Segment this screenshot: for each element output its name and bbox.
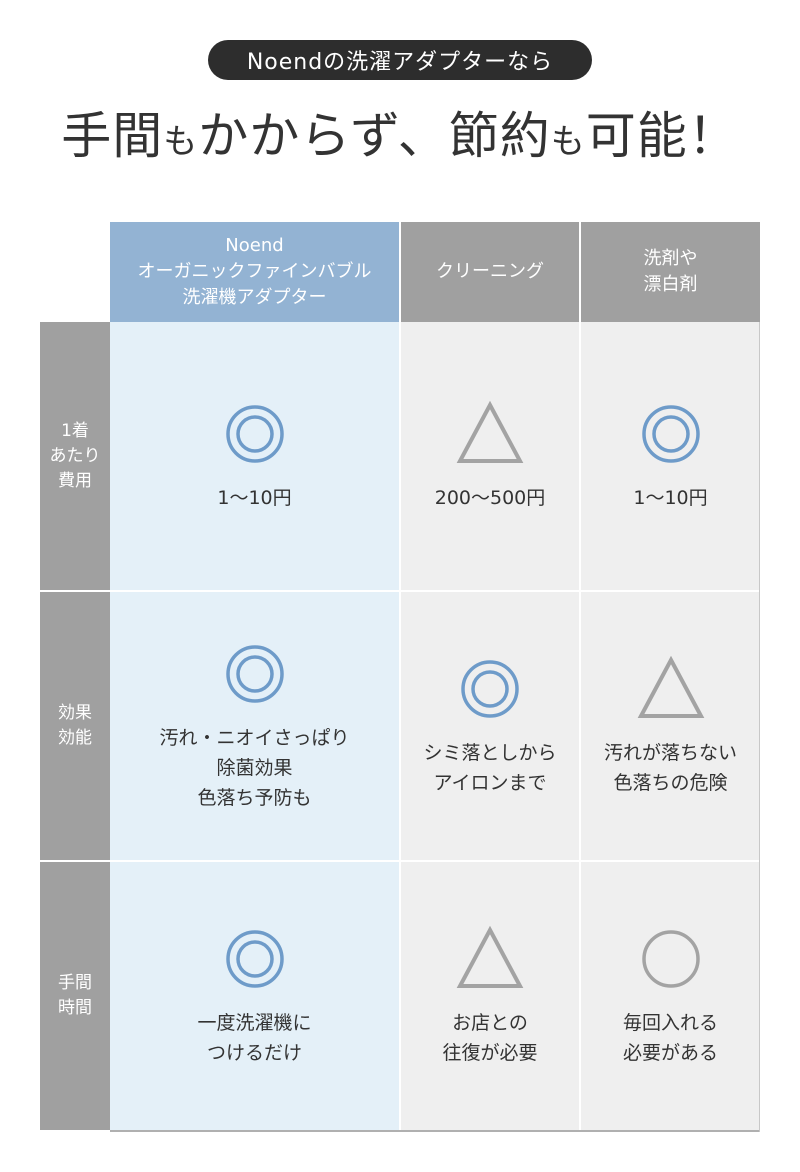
- intro-pill: Noendの洗濯アダプターなら: [208, 40, 592, 80]
- cell-text: シミ落としから: [423, 742, 557, 764]
- double-circle-icon: [225, 405, 284, 463]
- row-label-line: 費用: [58, 470, 92, 491]
- cell-text: 汚れ・ニオイさっぱり: [159, 727, 350, 749]
- circle-icon: [641, 930, 700, 988]
- row-label-line: 効果: [58, 703, 92, 723]
- row-label-cost: 1着 あたり 費用: [40, 322, 110, 590]
- title-part: 可能！: [585, 107, 739, 165]
- row-label-line: 効能: [58, 728, 92, 748]
- cell-text: お店との: [452, 1012, 528, 1034]
- triangle-icon: [456, 400, 524, 463]
- header-line: 洗濯機アダプター: [182, 287, 327, 308]
- cell-effect-cleaning: シミ落としから アイロンまで: [401, 592, 579, 860]
- cell-text: 200〜500円: [434, 487, 546, 509]
- header-line: クリーニング: [436, 261, 544, 282]
- cell-effect-noend: 汚れ・ニオイさっぱり 除菌効果 色落ち予防も: [110, 592, 399, 860]
- double-circle-icon: [461, 660, 519, 718]
- row-label-line: 手間: [58, 973, 92, 993]
- row-label-effort: 手間 時間: [40, 862, 110, 1130]
- cell-cost-noend: 1〜10円: [110, 322, 399, 590]
- cell-text: 一度洗濯機に: [197, 1012, 312, 1034]
- page-title: 手間もかからず、節約も可能！: [0, 96, 800, 182]
- column-header-noend: Noend オーガニックファインバブル 洗濯機アダプター: [110, 222, 399, 322]
- row-label-effect: 効果 効能: [40, 592, 110, 860]
- cell-cost-cleaning: 200〜500円: [401, 322, 579, 590]
- cell-text: 1〜10円: [633, 487, 708, 509]
- header-line: 漂白剤: [643, 274, 698, 295]
- cell-text: 1〜10円: [217, 487, 292, 509]
- intro-pill-text: Noendの洗濯アダプターなら: [246, 50, 554, 75]
- cell-text: 必要がある: [622, 1042, 718, 1064]
- row-label-line: あたり: [49, 445, 101, 466]
- table-bottom-border: [110, 1130, 760, 1132]
- cell-text: 色落ちの危険: [613, 772, 728, 794]
- cell-effect-detergent: 汚れが落ちない 色落ちの危険: [581, 592, 760, 860]
- cell-text: つけるだけ: [206, 1042, 302, 1064]
- header-line: Noend: [225, 235, 284, 256]
- double-circle-icon: [225, 645, 284, 703]
- cell-text: 往復が必要: [442, 1042, 538, 1064]
- row-label-line: 時間: [58, 998, 92, 1018]
- column-header-detergent: 洗剤や 漂白剤: [581, 222, 760, 322]
- cell-text: 汚れが落ちない: [603, 742, 737, 764]
- cell-text: 色落ち予防も: [197, 787, 312, 809]
- cell-text: 除菌効果: [216, 757, 293, 779]
- cell-effort-cleaning: お店との 往復が必要: [401, 862, 579, 1130]
- cell-cost-detergent: 1〜10円: [581, 322, 760, 590]
- double-circle-icon: [225, 930, 284, 988]
- cell-effort-noend: 一度洗濯機に つけるだけ: [110, 862, 399, 1130]
- cell-effort-detergent: 毎回入れる 必要がある: [581, 862, 760, 1130]
- title-part: かからず、節約: [198, 107, 551, 165]
- header-line: オーガニックファインバブル: [137, 261, 372, 282]
- double-circle-icon: [641, 405, 700, 463]
- title-part: 手間: [61, 107, 164, 165]
- triangle-icon: [637, 655, 704, 718]
- table-right-border: [759, 322, 760, 1132]
- column-header-cleaning: クリーニング: [401, 222, 579, 322]
- title-part: も: [550, 122, 586, 162]
- cell-text: 毎回入れる: [622, 1012, 718, 1034]
- row-label-line: 1着: [61, 420, 89, 441]
- triangle-icon: [456, 925, 524, 988]
- cell-text: アイロンまで: [433, 772, 547, 794]
- title-part: も: [163, 122, 199, 162]
- header-line: 洗剤や: [643, 248, 698, 269]
